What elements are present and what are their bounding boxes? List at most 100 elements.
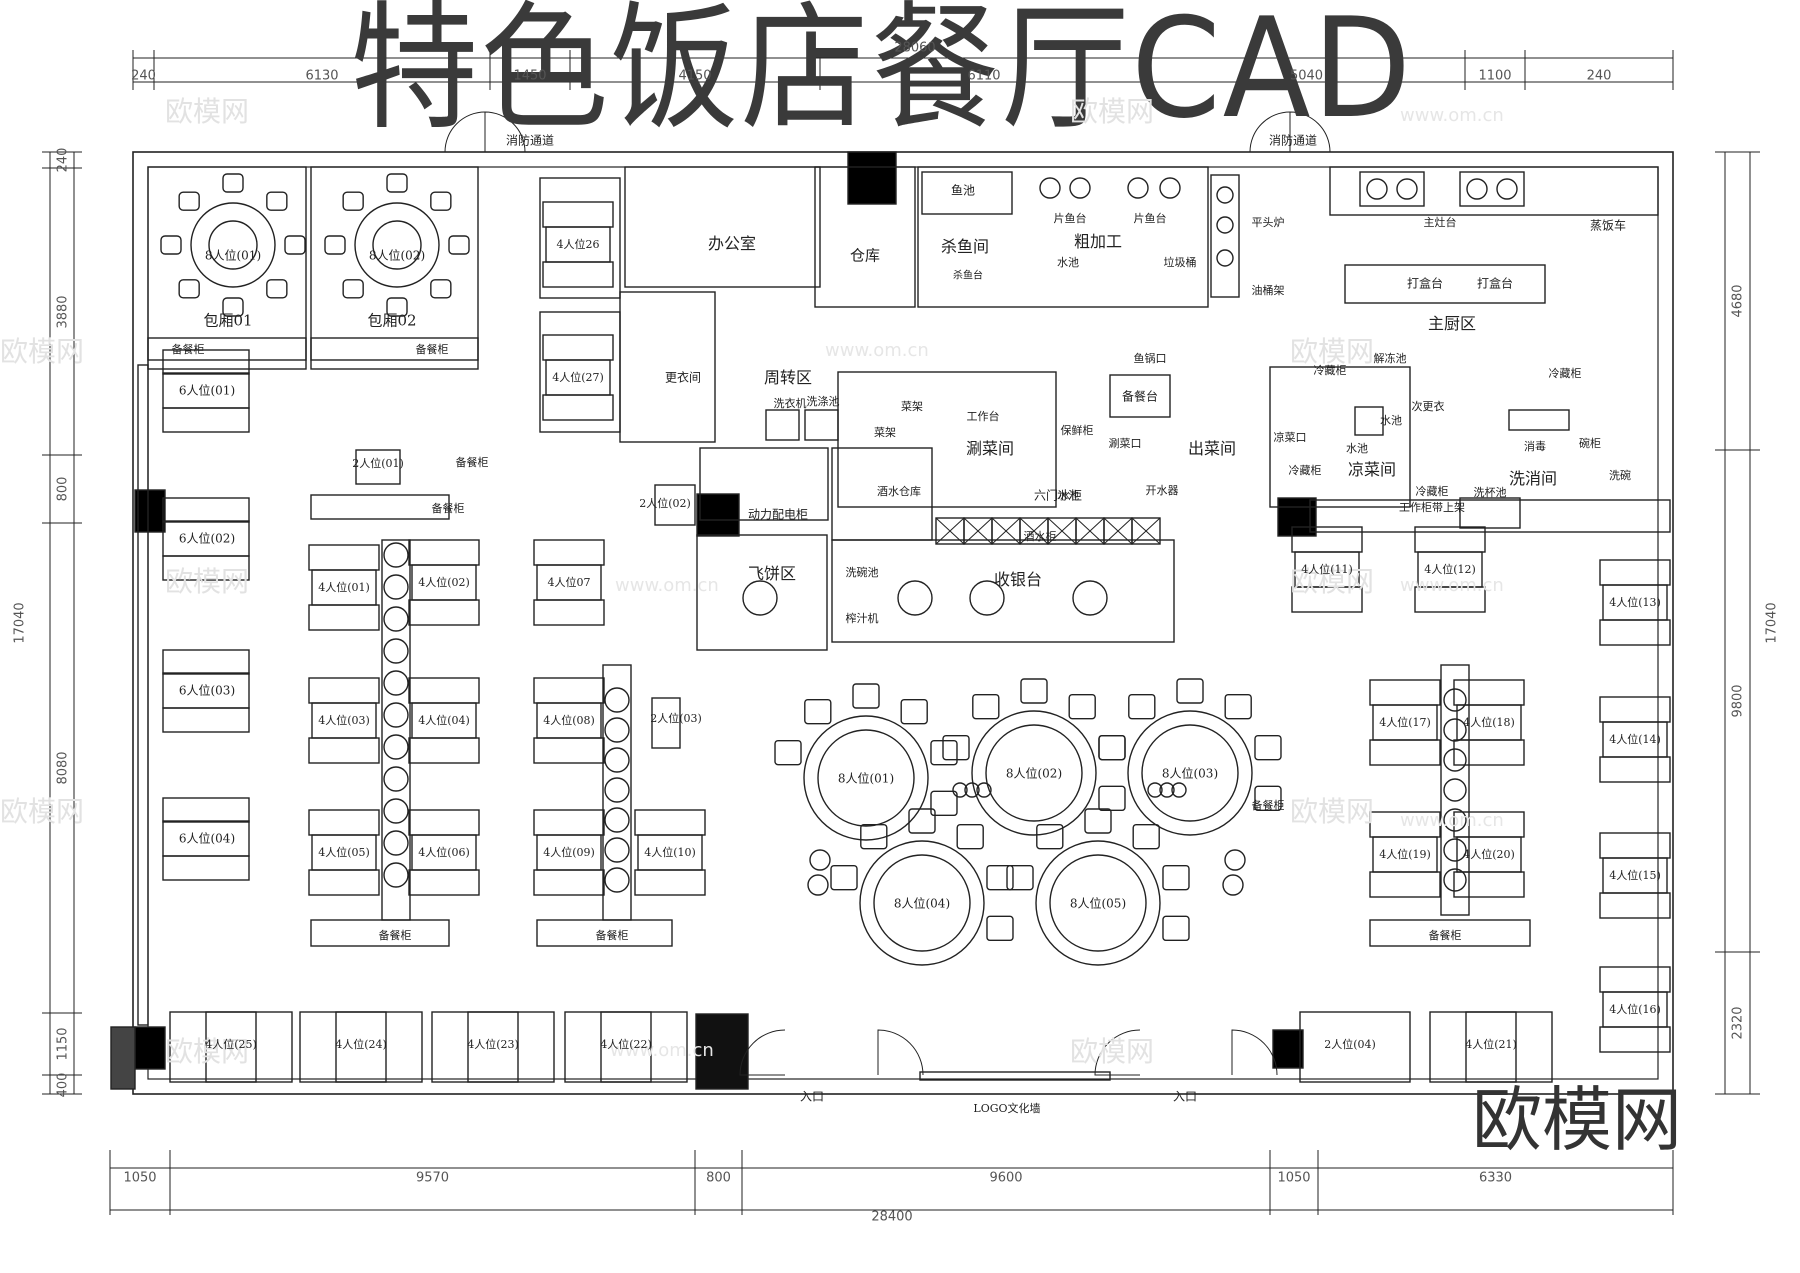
fish-pool (921, 171, 1013, 215)
bar-stool (604, 867, 630, 893)
chair-row (408, 677, 480, 704)
chair-row (408, 809, 480, 836)
chair-row (408, 869, 480, 896)
dining-table (1602, 857, 1668, 894)
watermark-url: www.om.cn (1400, 105, 1504, 126)
dimension-segment: 9600 (989, 1170, 1023, 1186)
dining-table (1456, 836, 1522, 873)
stool (809, 849, 831, 871)
dimension-total: 28060 (894, 40, 936, 56)
dimension-segment: 9570 (415, 1170, 450, 1186)
dining-table (545, 226, 611, 263)
chair-row (162, 497, 250, 523)
laundry-sink (804, 409, 839, 441)
bar-stool (1443, 808, 1467, 832)
chair-row (162, 349, 250, 375)
chair-row (1599, 559, 1671, 586)
stove-unit (1359, 171, 1425, 207)
stool (1224, 849, 1246, 871)
chair (1132, 823, 1160, 850)
booth (1299, 1011, 1411, 1083)
equipment-label: 冷藏柜 (1548, 367, 1582, 380)
sink-bowl (1069, 177, 1091, 199)
cup-sink (1459, 497, 1521, 529)
bar-stool (604, 747, 630, 773)
sink (1354, 406, 1384, 436)
equipment-label: 酒水仓库 (877, 485, 921, 498)
stool (976, 782, 992, 798)
room-label: 包厢02 (367, 311, 417, 330)
chair-row (408, 737, 480, 764)
dining-table (162, 520, 250, 557)
chair-row (162, 855, 250, 881)
dimension-segment: 1450 (513, 68, 547, 84)
table-label: 4人位(16) (1609, 1003, 1661, 1016)
chair (222, 297, 244, 317)
cashier-seat (742, 580, 778, 616)
chair-row (1599, 832, 1671, 859)
equipment-label: 水池 (1057, 489, 1079, 502)
room-label: 飞饼区 (747, 564, 797, 583)
round-table (803, 715, 929, 841)
chair-row (1599, 966, 1671, 993)
table-label: 4人位(10) (644, 846, 696, 859)
table-label: 8人位(04) (893, 896, 951, 911)
center-divider (602, 664, 632, 921)
chair (860, 823, 888, 850)
bar-stool (383, 830, 409, 856)
chair (160, 235, 182, 255)
table-label: 4人位(23) (467, 1038, 519, 1051)
lazy-susan (208, 220, 258, 270)
chair-row (308, 737, 380, 764)
bar-stool (604, 717, 630, 743)
dimension-segment: 6110 (967, 68, 1001, 84)
chair-row (634, 809, 706, 836)
chair (266, 191, 288, 211)
dimension-segment: 1050 (123, 1170, 157, 1186)
room-label: 出菜间 (1187, 439, 1237, 458)
bar-stool (383, 702, 409, 728)
chair (324, 235, 346, 255)
table-label: 4人位(12) (1424, 563, 1476, 576)
sideboard-label: 备餐柜 (171, 343, 205, 356)
room-label: 更衣间 (664, 370, 702, 385)
watermark-text: 欧模网 (165, 1035, 250, 1068)
dining-table (335, 1011, 387, 1083)
equipment-label: 蒸饭车 (1589, 218, 1627, 233)
dimension-segment: 6130 (305, 68, 339, 84)
dining-table (311, 702, 377, 739)
round-table (1127, 710, 1253, 836)
equipment-label: 洗涤池 (806, 395, 840, 408)
table-label: 4人位(19) (1379, 848, 1431, 861)
chair-row (162, 649, 250, 675)
cold-dish-wall (1269, 366, 1411, 508)
table-label: 2人位(02) (639, 497, 691, 510)
dimension-segment: 240 (1586, 68, 1612, 84)
dimension-segment: 1100 (1478, 68, 1512, 84)
equipment-label: 打盒台 (1476, 276, 1514, 291)
room-label: 主厨区 (1427, 314, 1477, 333)
table-label: 6人位(02) (178, 531, 236, 546)
equipment-label: 杀鱼台 (953, 270, 983, 282)
equipment-label: 解冻池 (1373, 352, 1407, 365)
bar-stool (383, 734, 409, 760)
chair-row (308, 809, 380, 836)
vip-room-wall (310, 166, 479, 370)
dimension-segment: 3880 (55, 294, 71, 329)
column (134, 489, 166, 533)
dining-table (205, 1011, 257, 1083)
table-label: 4人位(21) (1465, 1038, 1517, 1051)
dining-table (1372, 836, 1438, 873)
watermark-url: www.om.cn (615, 575, 719, 596)
dimension-segment: 4150 (678, 68, 712, 84)
chair-row (533, 599, 605, 626)
round-table (354, 202, 440, 288)
brand-logo-text: 欧模网 (1472, 1079, 1682, 1161)
dimension-segment: 240 (131, 68, 156, 84)
chair-row (533, 809, 605, 836)
sideboard-label: 备餐柜 (1428, 929, 1462, 942)
lazy-susan (817, 729, 915, 827)
chair (342, 279, 364, 299)
chair (1036, 823, 1064, 850)
watermark-text: 欧模网 (1070, 1035, 1155, 1068)
